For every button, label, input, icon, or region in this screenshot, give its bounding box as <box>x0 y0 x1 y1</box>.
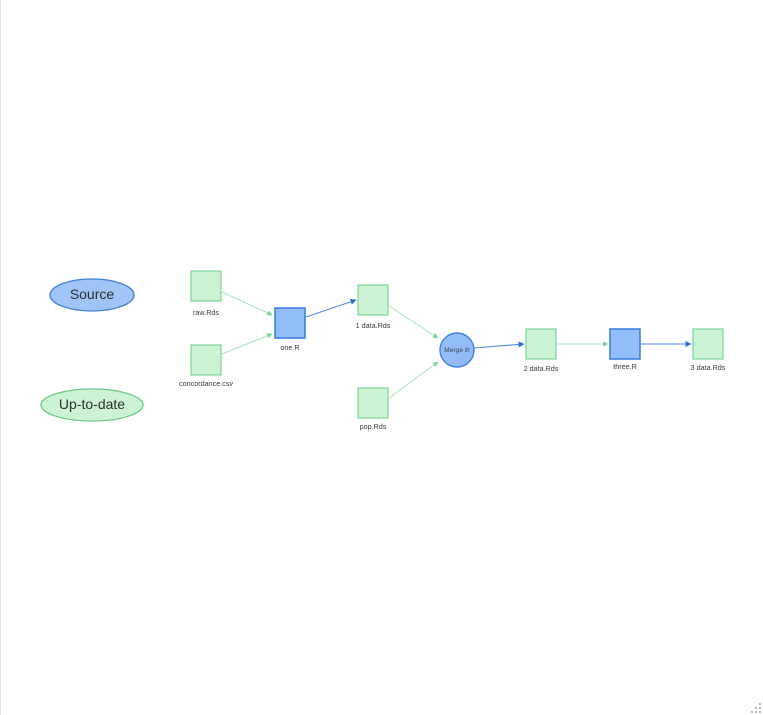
node-shape-square[interactable] <box>357 284 389 316</box>
node-label-three-r: three.R <box>613 362 637 371</box>
graph-node-raw-rds[interactable]: raw.Rds <box>190 270 222 317</box>
legend-source-label: Source <box>70 286 115 302</box>
node-label-merge-it: Merge it! <box>444 347 470 354</box>
legend-uptodate-label: Up-to-date <box>59 396 125 412</box>
node-shape-circle[interactable] <box>439 332 475 368</box>
graph-node-concordance-csv[interactable]: concordance.csv <box>179 344 233 388</box>
legend-source: Source <box>49 278 135 312</box>
edge-merge-it-to-two-data-rds <box>473 341 525 349</box>
edge-one-data-rds-to-merge-it <box>388 305 439 339</box>
graph-node-one-r[interactable]: one.R <box>274 307 306 352</box>
graph-node-three-data-rds[interactable]: 3 data.Rds <box>691 328 726 372</box>
edges-layer <box>221 291 692 399</box>
node-label-raw-rds: raw.Rds <box>193 308 219 317</box>
graph-node-pop-rds[interactable]: pop.Rds <box>357 387 389 431</box>
graph-node-three-r[interactable]: three.R <box>609 328 641 371</box>
legend-uptodate-shape <box>40 388 144 422</box>
node-shape-square[interactable] <box>692 328 724 360</box>
node-label-two-data-rds: 2 data.Rds <box>524 364 559 373</box>
node-label-pop-rds: pop.Rds <box>360 422 387 431</box>
node-shape-square[interactable] <box>525 328 557 360</box>
edge-concordance-csv-to-one-r <box>221 333 273 355</box>
legend-source-shape <box>49 278 135 312</box>
resize-grip-icon[interactable] <box>748 700 761 713</box>
node-shape-square[interactable] <box>609 328 641 360</box>
edge-raw-rds-to-one-r <box>221 291 273 316</box>
node-label-one-data-rds: 1 data.Rds <box>356 321 391 330</box>
graph-node-one-data-rds[interactable]: 1 data.Rds <box>356 284 391 330</box>
node-shape-square[interactable] <box>357 387 389 419</box>
graph-node-merge-it[interactable]: Merge it! <box>439 332 475 368</box>
node-shape-square[interactable] <box>274 307 306 339</box>
node-label-one-r: one.R <box>280 343 299 352</box>
node-shape-square[interactable] <box>190 344 222 376</box>
graph-node-two-data-rds[interactable]: 2 data.Rds <box>524 328 559 373</box>
nodes-layer[interactable]: raw.Rds concordance.csv one.R 1 data.Rds pop… <box>179 270 726 431</box>
legend-uptodate: Up-to-date <box>40 388 144 422</box>
edge-pop-rds-to-merge-it <box>388 361 439 399</box>
node-label-three-data-rds: 3 data.Rds <box>691 363 726 372</box>
edge-one-r-to-one-data-rds <box>305 298 357 318</box>
node-label-concordance-csv: concordance.csv <box>179 379 233 388</box>
node-shape-square[interactable] <box>190 270 222 302</box>
